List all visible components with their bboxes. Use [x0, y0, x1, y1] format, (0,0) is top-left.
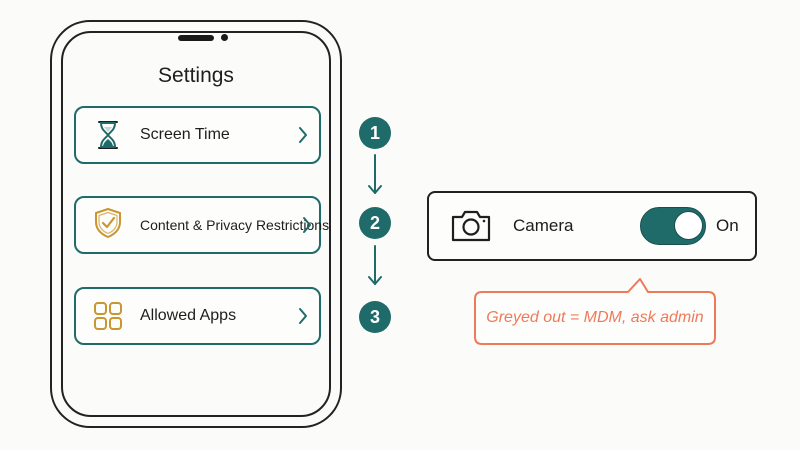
camera-toggle[interactable]	[640, 207, 706, 245]
shield-check-icon	[95, 208, 121, 238]
phone-screen	[61, 31, 331, 417]
page-title: Settings	[158, 64, 234, 87]
settings-item-label: Screen Time	[140, 126, 230, 143]
step-badge-3: 3	[359, 301, 391, 333]
hourglass-icon	[98, 121, 118, 149]
callout-bubble	[474, 278, 716, 345]
camera-label: Camera	[513, 216, 574, 235]
arrow-down-icon	[368, 154, 382, 194]
phone-front-camera	[221, 34, 228, 41]
toggle-knob	[674, 211, 703, 240]
phone-frame	[50, 20, 342, 428]
callout-text: Greyed out = MDM, ask admin	[486, 309, 704, 326]
chevron-right-icon	[299, 127, 307, 143]
step-badge-2: 2	[359, 207, 391, 239]
camera-setting-card: Camera On	[427, 191, 757, 261]
toggle-state-label: On	[716, 216, 739, 235]
app-grid-icon	[94, 302, 122, 330]
chevron-right-icon	[303, 217, 311, 233]
settings-item-allowed-apps[interactable]: Allowed Apps	[74, 287, 321, 345]
phone-speaker	[178, 35, 214, 41]
chevron-right-icon	[299, 308, 307, 324]
camera-icon	[451, 210, 491, 242]
step-badge-1: 1	[359, 117, 391, 149]
settings-item-screen-time[interactable]: Screen Time	[74, 106, 321, 164]
settings-item-content-privacy[interactable]: Content & Privacy Restrictions	[74, 196, 329, 254]
arrow-down-icon	[368, 245, 382, 285]
settings-item-label: Allowed Apps	[140, 307, 237, 324]
settings-item-label: Content & Privacy Restrictions	[140, 217, 330, 233]
